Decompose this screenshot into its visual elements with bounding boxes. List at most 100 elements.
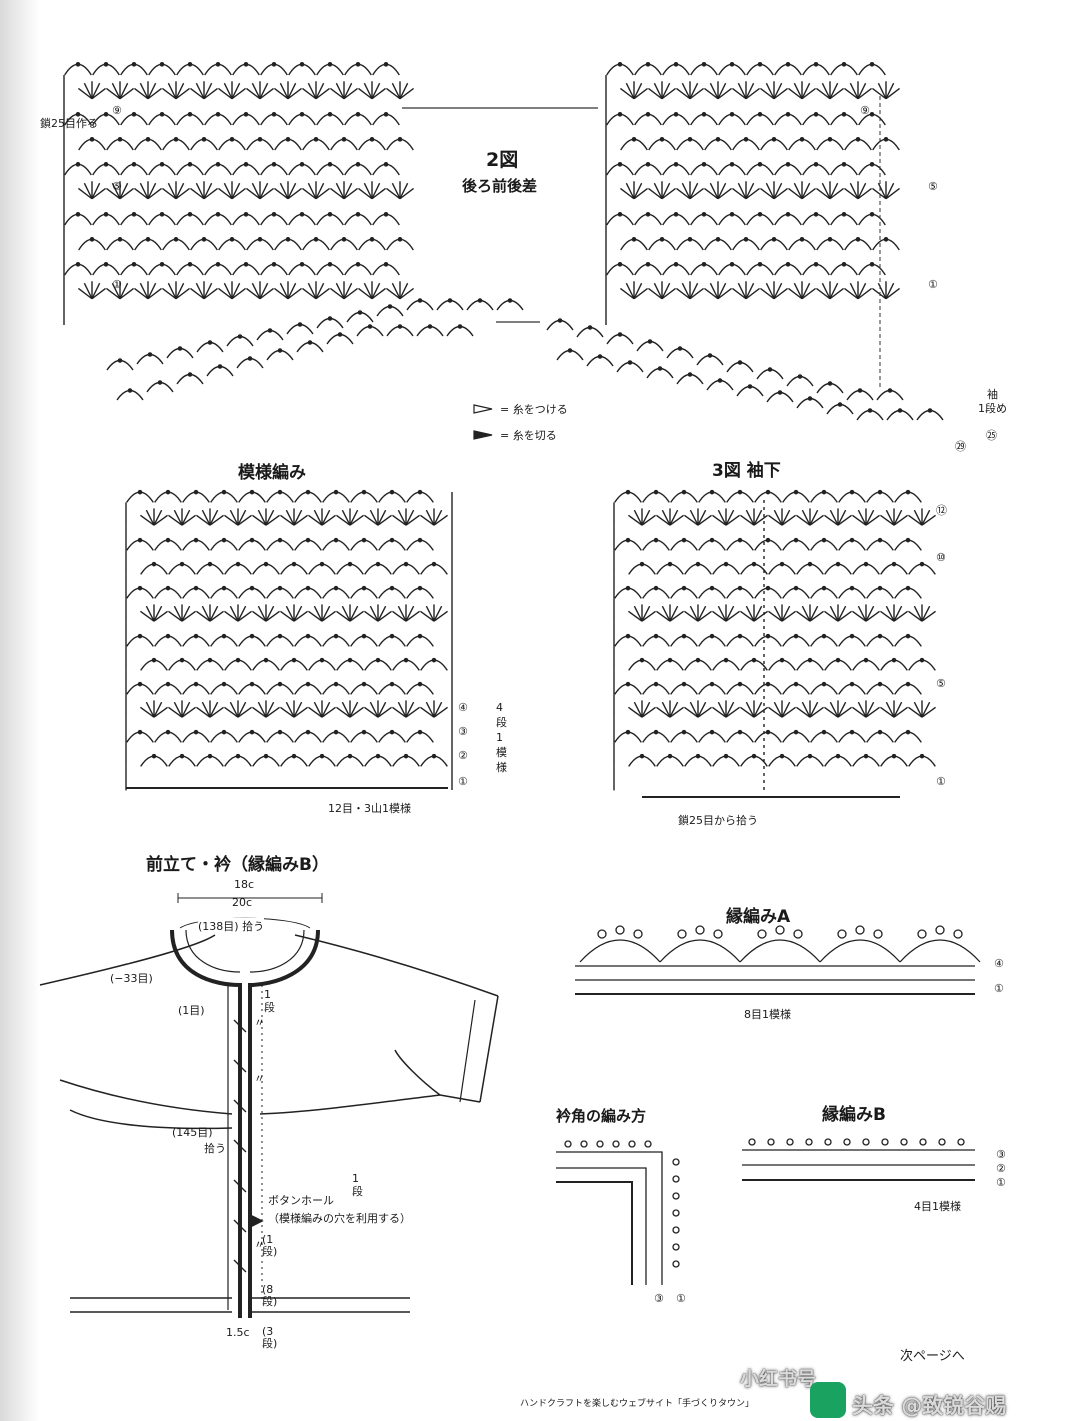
chain-icon (564, 1140, 572, 1148)
picot-dot (103, 162, 109, 167)
dc-stitch (781, 514, 797, 526)
corner-row: ③ (654, 1292, 664, 1305)
dc-stitch (731, 287, 747, 300)
dc-stitch (849, 82, 859, 100)
dc-stitch (809, 706, 825, 718)
dc-stitch (203, 187, 219, 200)
dc-stitch (433, 610, 449, 622)
picot-dot (681, 489, 687, 495)
dc-stitch (689, 287, 705, 300)
dc-stitch (837, 610, 853, 622)
collar-width-outer: 18c (234, 878, 255, 891)
picot-dot (813, 112, 819, 117)
picot-dot (617, 262, 623, 267)
ditto-mark: 〃 (254, 1072, 265, 1085)
dc-stitch (921, 706, 937, 718)
dc-stitch (119, 87, 135, 100)
dc-stitch (661, 82, 671, 100)
picot-dot (215, 162, 221, 167)
dc-stitch (175, 282, 185, 300)
dc-stitch (245, 287, 261, 300)
picot-dot (729, 212, 735, 217)
dc-stitch (675, 87, 691, 100)
picot-dot (857, 388, 863, 393)
dc-stitch (231, 87, 247, 100)
attach-yarn-icon (473, 404, 493, 414)
picot-dot (299, 112, 305, 117)
chain-icon (919, 1138, 927, 1146)
dc-stitch (865, 509, 875, 526)
picot-dot (187, 372, 193, 377)
dc-stitch (257, 509, 267, 526)
picot-dot (333, 729, 339, 735)
picot-dot (277, 537, 283, 543)
dc-stitch (203, 182, 213, 200)
dc-stitch (837, 605, 847, 622)
picot-dot (667, 657, 673, 663)
dc-stitch (823, 514, 839, 526)
picot-dot (667, 561, 673, 567)
picot-dot (277, 633, 283, 639)
dc-stitch (745, 701, 755, 718)
picot-dot (905, 681, 911, 687)
dc-stitch (175, 82, 185, 100)
picot-dot (457, 324, 463, 329)
dc-stitch (363, 182, 373, 200)
dc-stitch (829, 282, 839, 300)
dc-stitch (795, 514, 811, 526)
dc-stitch (231, 182, 241, 200)
picot-dot (403, 657, 409, 663)
dc-stitch (91, 282, 101, 300)
dc-stitch (195, 182, 205, 200)
dc-stitch (265, 509, 275, 526)
diagram2-left-chart (63, 62, 524, 401)
buttonhole-label: ボタンホール (268, 1194, 334, 1207)
picot-dot (333, 489, 339, 495)
dc-stitch (857, 701, 867, 718)
picot-dot (355, 62, 361, 67)
dc-stitch (893, 514, 909, 526)
dc-stitch (217, 287, 233, 300)
picot-dot (771, 237, 777, 242)
picot-dot (327, 262, 333, 267)
picot-dot (723, 561, 729, 567)
corner-row-mid (556, 1151, 663, 1285)
pattern-row-label: ② (458, 749, 468, 762)
dc-stitch (105, 287, 121, 300)
picot-dot (785, 112, 791, 117)
picot-dot (757, 162, 763, 167)
dc-stitch (119, 282, 129, 300)
pattern-title: 模様編み (238, 463, 306, 483)
picot-icon (917, 929, 927, 939)
dc-stitch (251, 706, 267, 718)
chain-icon (672, 1243, 680, 1251)
collar-width-inner: 20c (232, 896, 253, 909)
dc-stitch (175, 187, 191, 200)
picot-dot (587, 325, 593, 330)
dc-stitch (717, 282, 727, 300)
picot-dot (165, 729, 171, 735)
dc-stitch (419, 514, 435, 526)
picot-dot (207, 340, 213, 345)
dc-stitch (209, 701, 219, 718)
picot-dot (645, 112, 651, 117)
picot-dot (285, 137, 291, 142)
dc-stitch (689, 87, 705, 100)
picot-icon (775, 925, 785, 935)
dc-stitch (633, 182, 643, 200)
dc-stitch (399, 182, 409, 200)
picot-dot (751, 561, 757, 567)
picot-dot (507, 298, 513, 303)
dc-stitch (759, 187, 775, 200)
dc-stitch (739, 514, 755, 526)
dc-stitch (857, 82, 867, 100)
picot-dot (757, 112, 763, 117)
dc-stitch (633, 287, 649, 300)
dc-stitch (265, 610, 281, 622)
dc-stitch (173, 701, 183, 718)
dc-stitch (913, 701, 923, 718)
picot-dot (347, 753, 353, 759)
dc-stitch (753, 514, 769, 526)
dc-stitch (801, 605, 811, 622)
picot-dot (431, 561, 437, 567)
